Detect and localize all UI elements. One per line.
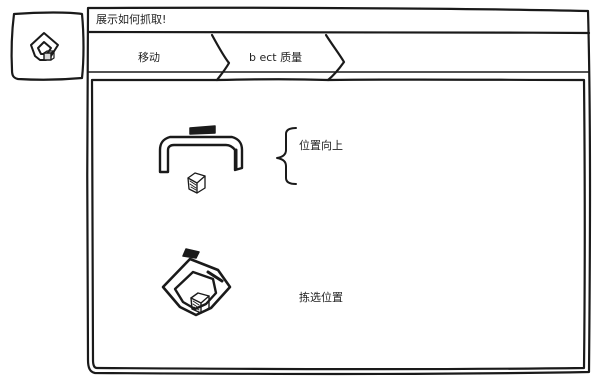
step-pick-position[interactable] [158, 245, 236, 320]
tab-object-mass[interactable]: b ect 质量 [219, 34, 329, 72]
gripper-icon [30, 32, 59, 61]
app-icon-frame [10, 11, 85, 81]
app-menu-button[interactable] [12, 12, 84, 80]
gripper-closed-icon [161, 248, 232, 317]
step-position-up[interactable] [155, 122, 247, 197]
bracket-icon [276, 127, 297, 185]
tab-move-label: 移动 [138, 51, 160, 64]
window-title: 展示如何抓取! [96, 13, 167, 26]
step-pick-position-label: 拣选位置 [299, 291, 343, 304]
tab-move[interactable]: 移动 [92, 34, 217, 72]
gripper-open-icon [158, 125, 244, 194]
step-position-up-label: 位置向上 [299, 139, 343, 152]
tab-object-mass-label: b ect 质量 [249, 51, 303, 64]
